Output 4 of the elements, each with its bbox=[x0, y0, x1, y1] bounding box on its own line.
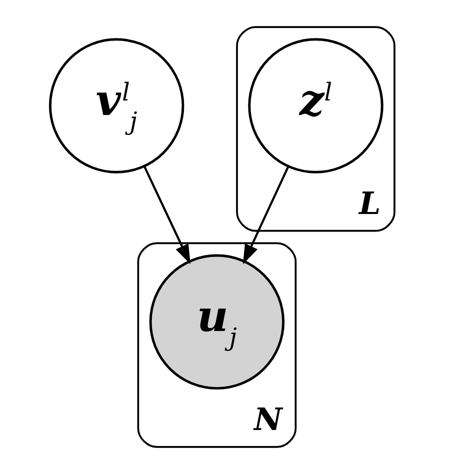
node-circle: z$^{l}$ bbox=[248, 38, 384, 174]
arrow bbox=[242, 166, 290, 264]
node-circle: u$_{j}$ bbox=[149, 254, 285, 390]
arrow bbox=[144, 166, 190, 264]
